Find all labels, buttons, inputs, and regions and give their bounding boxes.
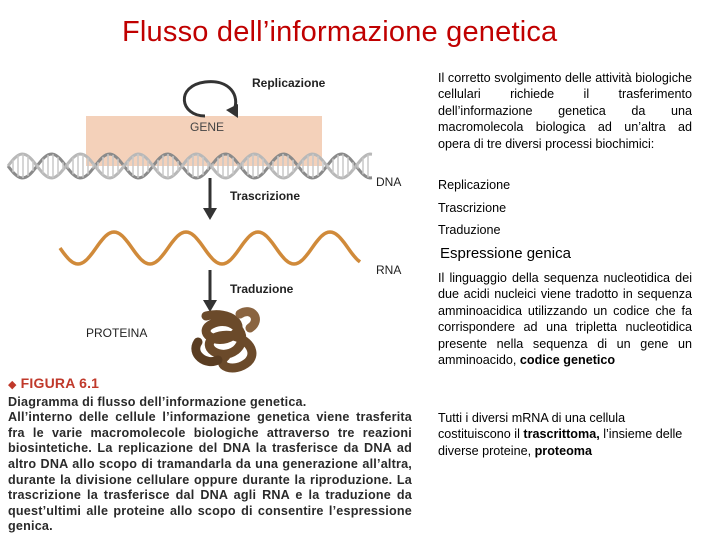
paragraph-trascrittoma: Tutti i diversi mRNA di una cellula cost…	[438, 410, 692, 459]
caption-heading: ◆FIGURA 6.1	[8, 375, 100, 391]
caption-body: All’interno delle cellule l’informazione…	[8, 410, 412, 534]
dna-helix	[6, 152, 373, 180]
para3-text-c: l’insieme delle diverse proteine,	[438, 427, 683, 458]
figure-caption: ◆FIGURA 6.1 Diagramma di flusso dell’inf…	[8, 375, 412, 535]
proteoma-term: proteoma	[534, 443, 592, 458]
intro-paragraph: Il corretto svolgimento delle attività b…	[438, 71, 692, 151]
label-trascrizione: Trascrizione	[230, 189, 301, 203]
label-gene: GENE	[190, 120, 225, 134]
genetic-flow-figure: Replicazione GENE DNA Trascrizione RNA T…	[0, 70, 420, 390]
process-replicazione: Replicazione	[438, 178, 511, 192]
page-title: Flusso dell’informazione genetica	[122, 16, 558, 48]
label-proteina: PROTEINA	[86, 326, 148, 340]
genetic-flow-diagram	[6, 80, 373, 373]
para3-text-a: Tutti i diversi mRNA di una cellula cost…	[438, 411, 626, 442]
process-trascrizione: Trascrizione	[438, 201, 507, 215]
label-traduzione: Traduzione	[230, 282, 294, 296]
replication-arrowhead	[226, 104, 238, 118]
process-traduzione: Traduzione	[438, 223, 501, 237]
label-rna: RNA	[376, 263, 402, 277]
diamond-icon: ◆	[8, 379, 17, 391]
subheading-espressione: Espressione genica	[440, 245, 571, 262]
protein-structure	[191, 307, 260, 373]
rna-strand	[58, 230, 362, 266]
replication-arrow	[182, 80, 238, 118]
translation-arrowhead	[203, 300, 217, 312]
trascrittoma-term: trascrittoma,	[523, 427, 600, 442]
label-dna: DNA	[376, 175, 402, 189]
paragraph-codice: Il linguaggio della sequenza nucleotidic…	[438, 270, 692, 368]
paragraph-codice-text: Il linguaggio della sequenza nucleotidic…	[438, 271, 692, 368]
label-replicazione: Replicazione	[252, 76, 326, 90]
codice-genetico-term: codice genetico	[519, 353, 616, 368]
caption-title: Diagramma di flusso dell’informazione ge…	[8, 394, 307, 409]
transcription-arrowhead	[203, 208, 217, 220]
